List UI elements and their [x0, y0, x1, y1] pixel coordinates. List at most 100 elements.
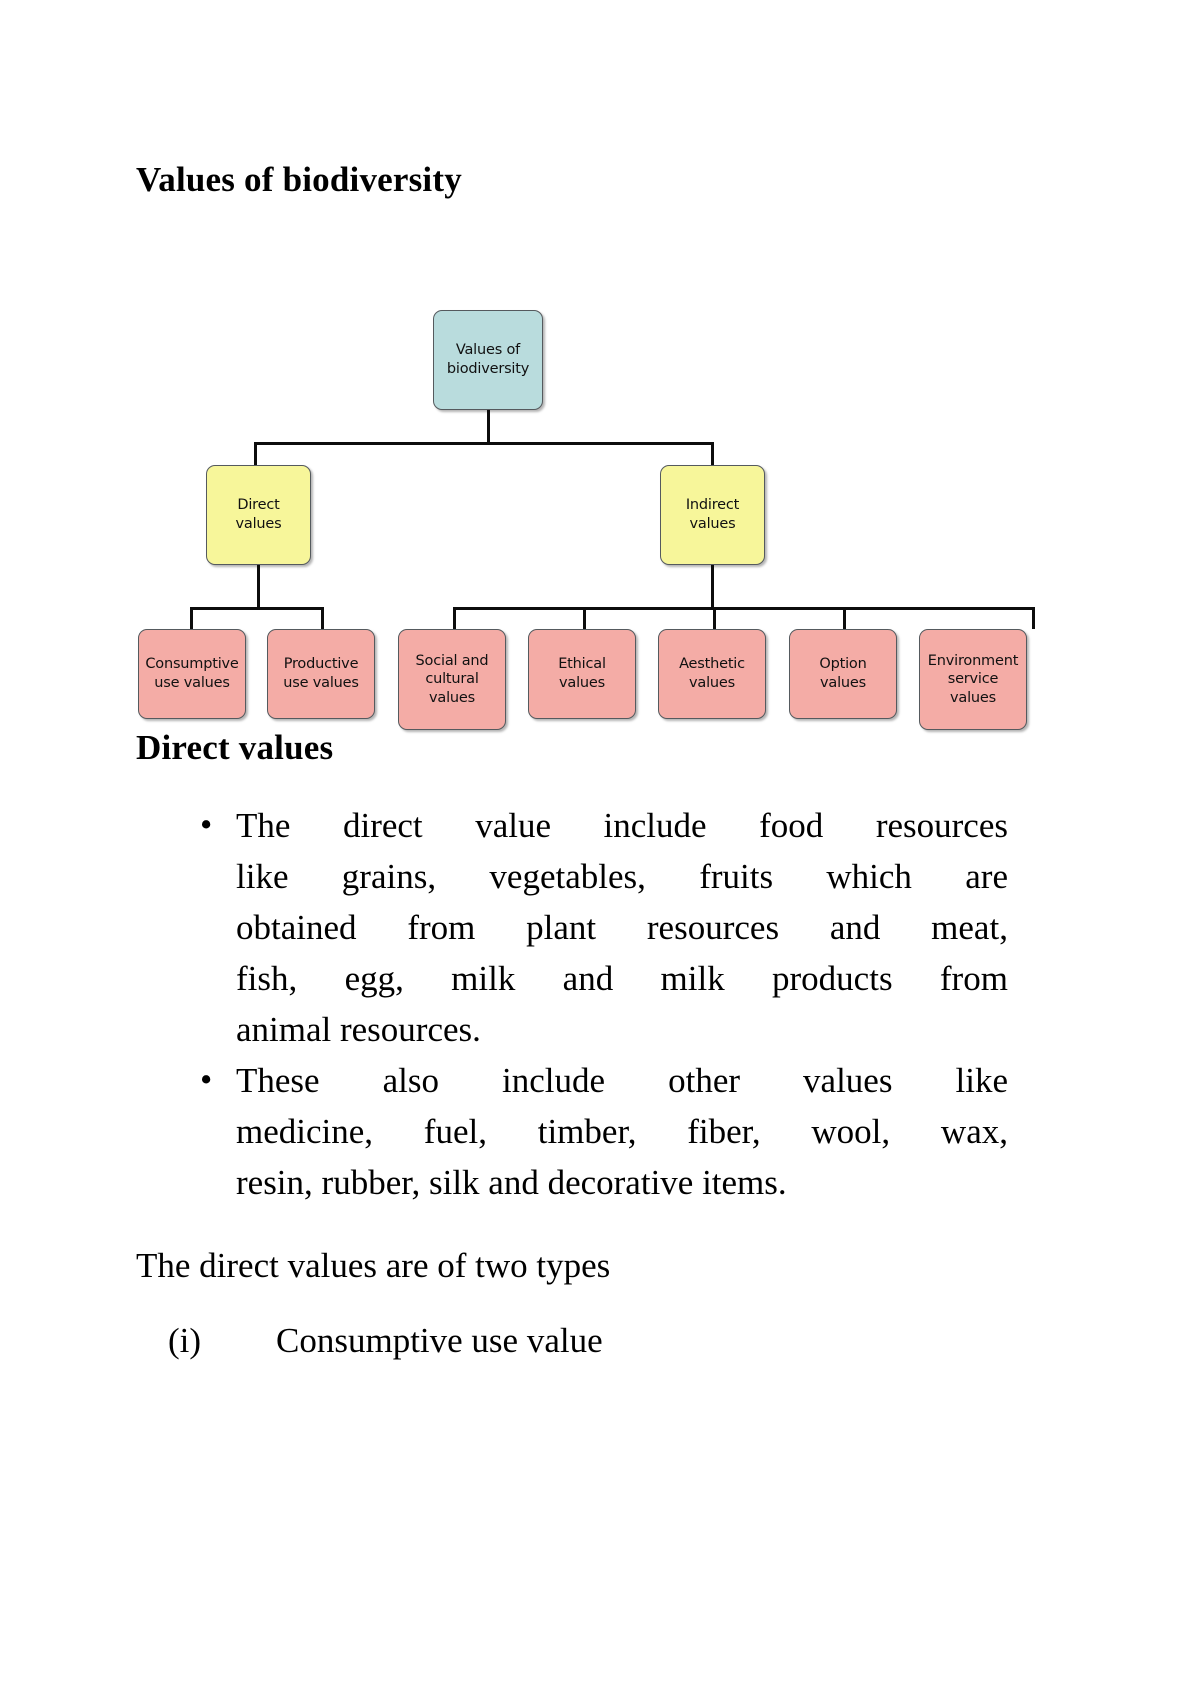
edge-leaf-consumptive — [190, 607, 193, 629]
list-item: These also include other values like med… — [168, 1054, 1008, 1208]
edge-indirect-stem — [711, 442, 714, 467]
indirect-label-line2: values — [689, 516, 736, 532]
word: like — [236, 857, 289, 896]
word: other — [668, 1061, 741, 1100]
leaf-consumptive-line1: Consumptive — [145, 656, 239, 673]
edge-leaf-ethical — [583, 607, 586, 629]
direct-label-line1: Direct — [237, 497, 280, 514]
word: fruits — [699, 857, 774, 896]
word: values — [803, 1061, 893, 1100]
word: also — [382, 1061, 439, 1100]
word: fish, — [236, 959, 298, 998]
leaf-productive-line2: use values — [283, 675, 359, 691]
word: include — [502, 1061, 606, 1100]
word: include — [603, 806, 707, 845]
diagram-node-indirect-values: Indirect values — [660, 465, 765, 565]
bullet1-line4: fish, egg, milk and milk products from — [236, 953, 1008, 1004]
word: milk — [451, 959, 516, 998]
word: direct — [342, 806, 423, 845]
word: products — [772, 959, 893, 998]
diagram-node-direct-values: Direct values — [206, 465, 311, 565]
edge-direct-leaf-bus — [190, 607, 324, 610]
ordered-list-item-1: (i) Consumptive use value — [168, 1315, 603, 1366]
word: egg, — [344, 959, 404, 998]
bullet2-line2: medicine, fuel, timber, fiber, wool, wax… — [236, 1106, 1008, 1157]
indirect-label-line1: Indirect — [685, 497, 740, 514]
leaf-aesthetic-line1: Aesthetic — [679, 656, 745, 673]
edge-leaf-productive — [321, 607, 324, 629]
bullet1-line5: animal resources. — [236, 1010, 481, 1049]
bullet1-line2: like grains, vegetables, fruits which ar… — [236, 851, 1008, 902]
values-of-biodiversity-diagram: Values of biodiversity Direct values Ind… — [130, 295, 1070, 730]
word: like — [955, 1061, 1008, 1100]
edge-leaf-option — [843, 607, 846, 629]
word: medicine, — [236, 1112, 374, 1151]
edge-root-stem — [487, 410, 490, 442]
word: and — [829, 908, 881, 947]
diagram-node-aesthetic-values: Aesthetic values — [658, 629, 766, 719]
edge-leaf-aesthetic — [713, 607, 716, 629]
diagram-node-root: Values of biodiversity — [433, 310, 543, 410]
list-item: The direct value include food resources … — [168, 799, 1008, 1055]
word: meat, — [931, 908, 1008, 947]
bullet2-line3: resin, rubber, silk and decorative items… — [236, 1163, 787, 1202]
word: fuel, — [423, 1112, 487, 1151]
word: resources — [875, 806, 1008, 845]
leaf-social-line2: cultural — [425, 671, 479, 688]
word: food — [759, 806, 824, 845]
word: fiber, — [687, 1112, 761, 1151]
edge-indirect-down — [711, 565, 714, 607]
leaf-productive-line1: Productive — [283, 656, 359, 673]
leaf-ethical-line2: values — [559, 675, 605, 691]
edge-direct-down — [257, 565, 260, 607]
word: which — [826, 857, 912, 896]
root-label-line2: biodiversity — [446, 361, 530, 377]
bullet1-line1: The direct value include food resources — [236, 800, 1008, 851]
word: grains, — [341, 857, 437, 896]
ordered-list-text: Consumptive use value — [276, 1321, 603, 1360]
diagram-node-productive-use-values: Productive use values — [267, 629, 375, 719]
diagram-node-consumptive-use-values: Consumptive use values — [138, 629, 246, 719]
leaf-consumptive-line2: use values — [154, 675, 230, 691]
section-heading-direct-values: Direct values — [136, 728, 334, 767]
word: milk — [660, 959, 725, 998]
leaf-option-line2: values — [820, 675, 866, 691]
diagram-node-social-and-cultural-values: Social and cultural values — [398, 629, 506, 730]
leaf-aesthetic-line2: values — [689, 675, 735, 691]
diagram-node-environment-service-values: Environment service values — [919, 629, 1027, 730]
word: value — [475, 806, 551, 845]
word: are — [965, 857, 1008, 896]
word: wool, — [811, 1112, 891, 1151]
edge-branch-bus — [254, 442, 714, 445]
leaf-environment-line2: service — [947, 671, 999, 688]
leaf-social-line3: values — [429, 689, 475, 706]
edge-direct-stem — [254, 442, 257, 467]
edge-indirect-leaf-bus — [453, 607, 1035, 610]
bullet1-line3: obtained from plant resources and meat, — [236, 902, 1008, 953]
leaf-ethical-line1: Ethical — [558, 656, 606, 673]
leaf-environment-line3: values — [950, 689, 996, 706]
page-title: Values of biodiversity — [136, 160, 462, 199]
word: plant — [526, 908, 597, 947]
diagram-node-ethical-values: Ethical values — [528, 629, 636, 719]
word: from — [939, 959, 1008, 998]
word: wax, — [940, 1112, 1008, 1151]
bullet2-line1: These also include other values like — [236, 1055, 1008, 1106]
leaf-social-line1: Social and — [415, 652, 489, 669]
edge-leaf-environment-service — [1032, 607, 1035, 629]
word: and — [562, 959, 614, 998]
closing-paragraph: The direct values are of two types — [136, 1246, 611, 1285]
root-label-line1: Values of — [455, 342, 521, 359]
word: The — [236, 806, 291, 845]
word: timber, — [537, 1112, 637, 1151]
word: resources — [646, 908, 780, 947]
diagram-node-option-values: Option values — [789, 629, 897, 719]
leaf-option-line1: Option — [819, 656, 867, 673]
word: from — [407, 908, 476, 947]
word: vegetables, — [489, 857, 646, 896]
edge-leaf-social-cultural — [453, 607, 456, 629]
word: obtained — [236, 908, 357, 947]
leaf-environment-line1: Environment — [927, 652, 1019, 669]
direct-label-line2: values — [235, 516, 282, 532]
